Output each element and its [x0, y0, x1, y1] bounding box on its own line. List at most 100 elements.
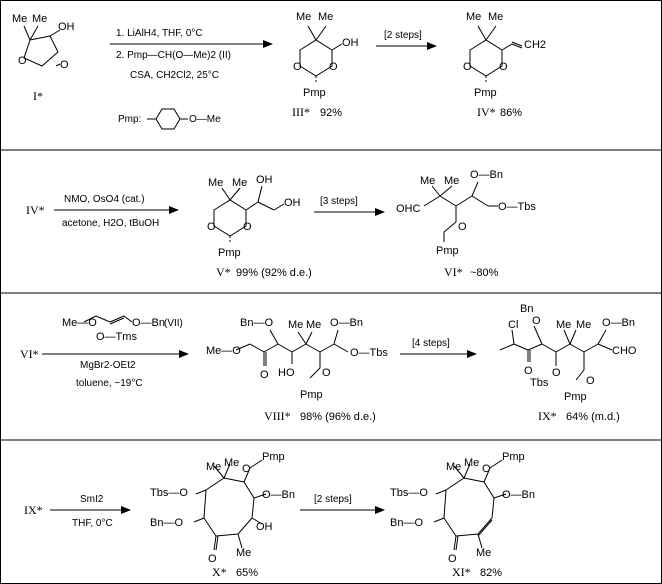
compound-VIII-label: VIII*	[264, 409, 291, 423]
compound-VI-o: O	[458, 221, 467, 233]
compound-IX-pmp: Pmp	[564, 391, 587, 403]
compound-V-me-left: Me	[208, 177, 223, 189]
reagent-VII-meo: Me—O	[62, 317, 97, 329]
compound-VI-obn: O—Bn	[470, 169, 503, 181]
compound-IV-ch2: CH2	[524, 39, 546, 51]
compound-IV-me-right: Me	[488, 11, 503, 23]
compound-X-obn: O—Bn	[262, 489, 295, 501]
compound-I-structure	[23, 25, 61, 67]
compound-X-carbonyl-o: O	[208, 553, 217, 565]
arrow-3-cond-2: acetone, H2O, tBuOH	[62, 218, 159, 229]
compound-I-me-left: Me	[12, 13, 27, 25]
compound-IX-carbonyl-o: O	[524, 365, 533, 377]
arrow-7-cond-2: THF, 0°C	[72, 518, 113, 529]
reagent-VII-id: (VII)	[164, 318, 183, 329]
compound-VIII-yield: 98% (96% d.e.)	[300, 411, 376, 423]
compound-XI-bno: Bn—O	[390, 517, 423, 529]
compound-IX-yield: 64% (m.d.)	[566, 411, 620, 423]
compound-VIII-pmp: Pmp	[300, 389, 323, 401]
compound-IX-structure	[499, 325, 613, 381]
compound-VIII-carbonyl-o: O	[260, 369, 269, 381]
compound-VIII-me-right: Me	[306, 319, 321, 331]
compound-VI-me-right: Me	[444, 175, 459, 187]
reagent-VII-structure	[83, 315, 133, 325]
compound-VI-pmp: Pmp	[436, 245, 459, 257]
compound-VI-label: VI*	[444, 265, 463, 279]
compound-XI-obn: O—Bn	[502, 489, 535, 501]
compound-IX-bn: Bn	[520, 303, 533, 315]
arrow-4-steps: [3 steps]	[320, 196, 358, 207]
compound-IX-tbs: Tbs	[530, 377, 549, 389]
compound-IX-o-mid: O	[552, 367, 561, 379]
reagent-VII-otms: O—Tms	[96, 331, 137, 343]
arrow-7-cond-1: SmI2	[80, 494, 104, 505]
compound-X-me-left: Me	[206, 461, 221, 473]
pmp-definition-ring	[147, 108, 188, 130]
compound-V-oh-top: OH	[256, 174, 273, 186]
compound-V-o-right: O	[243, 221, 252, 233]
compound-VI-ohc: OHC	[396, 203, 421, 215]
compound-IX-me-left: Me	[556, 319, 571, 331]
compound-IV-me-left: Me	[466, 11, 481, 23]
compound-VI-yield: ~80%	[470, 267, 499, 279]
compound-V-oh-right: OH	[284, 197, 301, 209]
compound-I-oh: OH	[58, 21, 75, 33]
compound-III-me-left: Me	[296, 11, 311, 23]
arrow-5-cond-1: MgBr2·OEt2	[80, 360, 136, 371]
compound-XI-yield: 82%	[480, 567, 502, 579]
arrow-3-cond-1: NMO, OsO4 (cat.)	[64, 194, 145, 205]
compound-III-yield: 92%	[320, 107, 342, 119]
arrow-1-cond-2: 2. Pmp—CH(O—Me)2 (II)	[116, 50, 231, 61]
compound-III-o-right: O	[329, 61, 338, 73]
compound-V-label: V*	[216, 265, 231, 279]
compound-IV-o-left: O	[463, 61, 472, 73]
compound-XI-carbonyl-o: O	[448, 553, 457, 565]
compound-I-label: I*	[33, 89, 43, 103]
compound-I-ring-o: O	[18, 55, 27, 67]
compound-V-pmp: Pmp	[218, 247, 241, 259]
compound-VIII-bno: Bn—O	[240, 317, 273, 329]
arrow-1-cond-1: 1. LiAlH4, THF, 0°C	[116, 28, 203, 39]
compound-VI-me-left: Me	[420, 175, 435, 187]
compound-XI-me-right: Me	[464, 457, 479, 469]
reagent-VII-obn: O—Bn	[132, 317, 165, 329]
compound-XI-structure	[433, 459, 507, 551]
compound-VI-otbs: O—Tbs	[498, 201, 536, 213]
compound-IV-o-right: O	[499, 61, 508, 73]
compound-X-yield: 65%	[236, 567, 258, 579]
compound-VIII-me-left: Me	[288, 319, 303, 331]
arrow-2-steps: [2 steps]	[384, 30, 422, 41]
arrow-6-steps: [4 steps]	[412, 338, 450, 349]
compound-VIII-o: O	[322, 367, 331, 379]
compound-X-label: X*	[212, 565, 227, 579]
compound-I-carbonyl-o: O	[60, 59, 69, 71]
compound-IX-bn-o: O	[532, 315, 541, 327]
compound-III-pmp: Pmp	[303, 87, 326, 99]
compound-X-pmp: Pmp	[262, 451, 285, 463]
compound-VIII-otbs: O—Tbs	[350, 347, 388, 359]
compound-IX-label: IX*	[538, 409, 557, 423]
compound-IX-o-right: O	[586, 375, 595, 387]
compound-XI-tbso: Tbs—O	[390, 487, 428, 499]
arrow-5-cond-2: toluene, −19°C	[76, 378, 143, 389]
compound-III-label: III*	[292, 105, 310, 119]
compound-III-structure	[299, 25, 343, 84]
compound-XI-o-top: O	[482, 463, 491, 475]
compound-IX-me-right: Me	[576, 319, 591, 331]
pmp-definition-ome: O—Me	[189, 114, 221, 125]
compound-X-me-right: Me	[224, 457, 239, 469]
compound-X-structure	[193, 459, 267, 551]
pmp-definition-label: Pmp:	[118, 114, 141, 125]
compound-VI-structure	[423, 181, 498, 242]
compound-X-oh: OH	[256, 521, 273, 533]
compound-IV-structure	[469, 25, 523, 84]
compound-X-me-bottom: Me	[236, 547, 251, 559]
compound-V-structure	[213, 185, 285, 244]
compound-XI-me-bottom: Me	[476, 547, 491, 559]
compound-IX-cho: CHO	[612, 345, 637, 357]
compound-V-me-right: Me	[232, 177, 247, 189]
compound-XI-me-left: Me	[446, 461, 461, 473]
compound-V-yield: 99% (92% d.e.)	[236, 267, 312, 279]
row4-start-label: IX*	[24, 503, 43, 517]
